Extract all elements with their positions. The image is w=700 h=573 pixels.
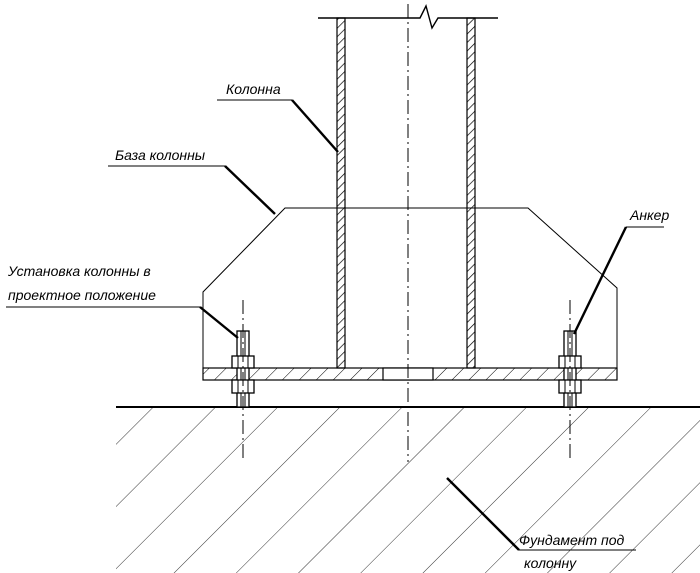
label-foundation-line1: Фундамент под: [519, 532, 624, 548]
label-foundation-line2: колонну: [524, 555, 577, 571]
label-anchor: Анкер: [629, 207, 669, 223]
base-plate: [202, 367, 618, 381]
label-column: Колонна: [226, 81, 281, 97]
column-base-outline: [202, 207, 618, 372]
left-anchor-bolt: [231, 300, 255, 462]
label-installation-line1: Установка колонны в: [7, 263, 151, 279]
leaders: [6, 99, 664, 551]
right-anchor-bolt: [558, 300, 582, 462]
label-installation-line2: проектное положение: [8, 287, 156, 303]
label-column-base: База колонны: [115, 147, 206, 163]
foundation: [116, 406, 700, 573]
break-line: [318, 4, 498, 30]
